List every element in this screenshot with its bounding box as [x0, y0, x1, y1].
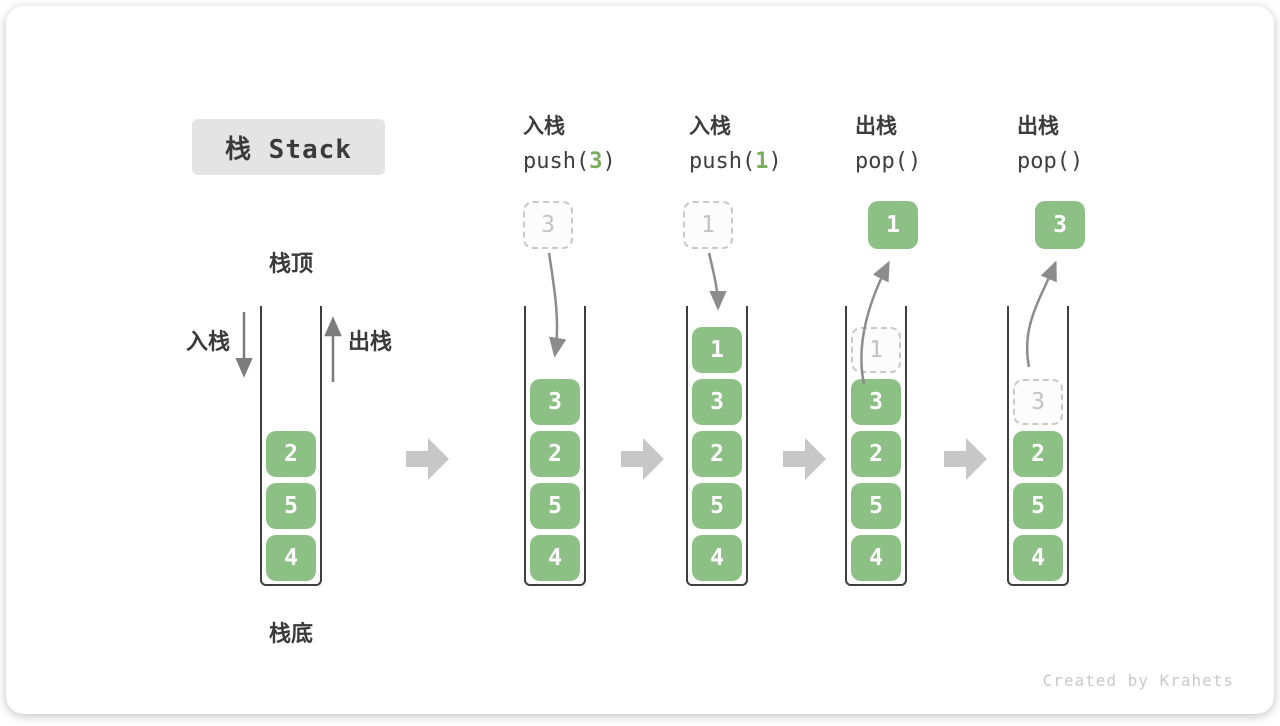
- stack-bottom-label: 栈底: [268, 622, 313, 647]
- stack-item: 2: [692, 431, 742, 477]
- stack-item: 3: [851, 379, 901, 425]
- operation-label: 入栈: [689, 114, 731, 138]
- operation-label: 出栈: [855, 114, 897, 138]
- code-pre: pop(): [855, 149, 922, 174]
- diagram-title: 栈 Stack: [192, 119, 385, 175]
- stack-item: 3: [530, 379, 580, 425]
- stack-item: 2: [1013, 431, 1063, 477]
- code-arg: 3: [589, 149, 603, 174]
- operation-code: push(1): [689, 149, 782, 174]
- popped-value-box: 1: [868, 201, 918, 249]
- stack-top-label: 栈顶: [268, 252, 313, 277]
- stage-header-push3: 入栈 push(3): [523, 110, 616, 174]
- stack-frame-push3: 3 2 5 4: [524, 306, 586, 586]
- diagram-card: 栈 Stack 栈顶 入栈 出栈 栈底 2 5 4 入栈 push(3) 3 3…: [6, 6, 1274, 714]
- stage-header-pop1: 出栈 pop(): [855, 110, 921, 174]
- stage-header-push1: 入栈 push(1): [689, 110, 782, 174]
- stack-item: 5: [530, 483, 580, 529]
- arrows-overlay: [235, 252, 1057, 480]
- stack-item: 4: [692, 535, 742, 581]
- push-side-label: 入栈: [186, 330, 231, 355]
- stack-item: 3: [692, 379, 742, 425]
- removed-item-ghost: 1: [851, 327, 901, 373]
- popped-value-box: 3: [1035, 201, 1085, 249]
- stage-transition-arrow: [944, 438, 987, 480]
- stack-item: 5: [851, 483, 901, 529]
- stack-item: 5: [1013, 483, 1063, 529]
- stage-transition-arrow: [783, 438, 826, 480]
- operation-label: 入栈: [523, 114, 565, 138]
- code-pre: push(: [523, 149, 590, 174]
- code-post: ): [768, 149, 782, 174]
- stack-item: 2: [530, 431, 580, 477]
- stack-frame-push1: 1 3 2 5 4: [686, 306, 748, 586]
- stage-transition-arrow: [406, 438, 449, 480]
- push-arrow: [707, 252, 727, 311]
- incoming-value-box: 1: [683, 201, 733, 249]
- stack-item: 2: [851, 431, 901, 477]
- stack-frame-initial: 2 5 4: [260, 306, 322, 586]
- operation-code: pop(): [1017, 149, 1083, 174]
- code-pre: push(: [689, 149, 756, 174]
- stack-frame-pop3: 3 2 5 4: [1007, 306, 1069, 586]
- stack-item: 4: [1013, 535, 1063, 581]
- stack-item: 4: [266, 535, 316, 581]
- stack-item: 4: [851, 535, 901, 581]
- watermark: Created by Krahets: [1042, 671, 1234, 690]
- operation-code: push(3): [523, 149, 616, 174]
- operation-code: pop(): [855, 149, 921, 174]
- incoming-value-box: 3: [523, 201, 573, 249]
- stack-item: 2: [266, 431, 316, 477]
- stack-item: 5: [692, 483, 742, 529]
- stage-header-pop3: 出栈 pop(): [1017, 110, 1083, 174]
- operation-label: 出栈: [1017, 114, 1059, 138]
- code-pre: pop(): [1017, 149, 1084, 174]
- stack-item: 5: [266, 483, 316, 529]
- stack-item: 1: [692, 327, 742, 373]
- removed-item-ghost: 3: [1013, 379, 1063, 425]
- code-post: ): [602, 149, 616, 174]
- stack-frame-pop1: 1 3 2 5 4: [845, 306, 907, 586]
- stage-transition-arrow: [621, 438, 664, 480]
- stack-item: 4: [530, 535, 580, 581]
- pop-side-label: 出栈: [348, 330, 393, 355]
- code-arg: 1: [755, 149, 769, 174]
